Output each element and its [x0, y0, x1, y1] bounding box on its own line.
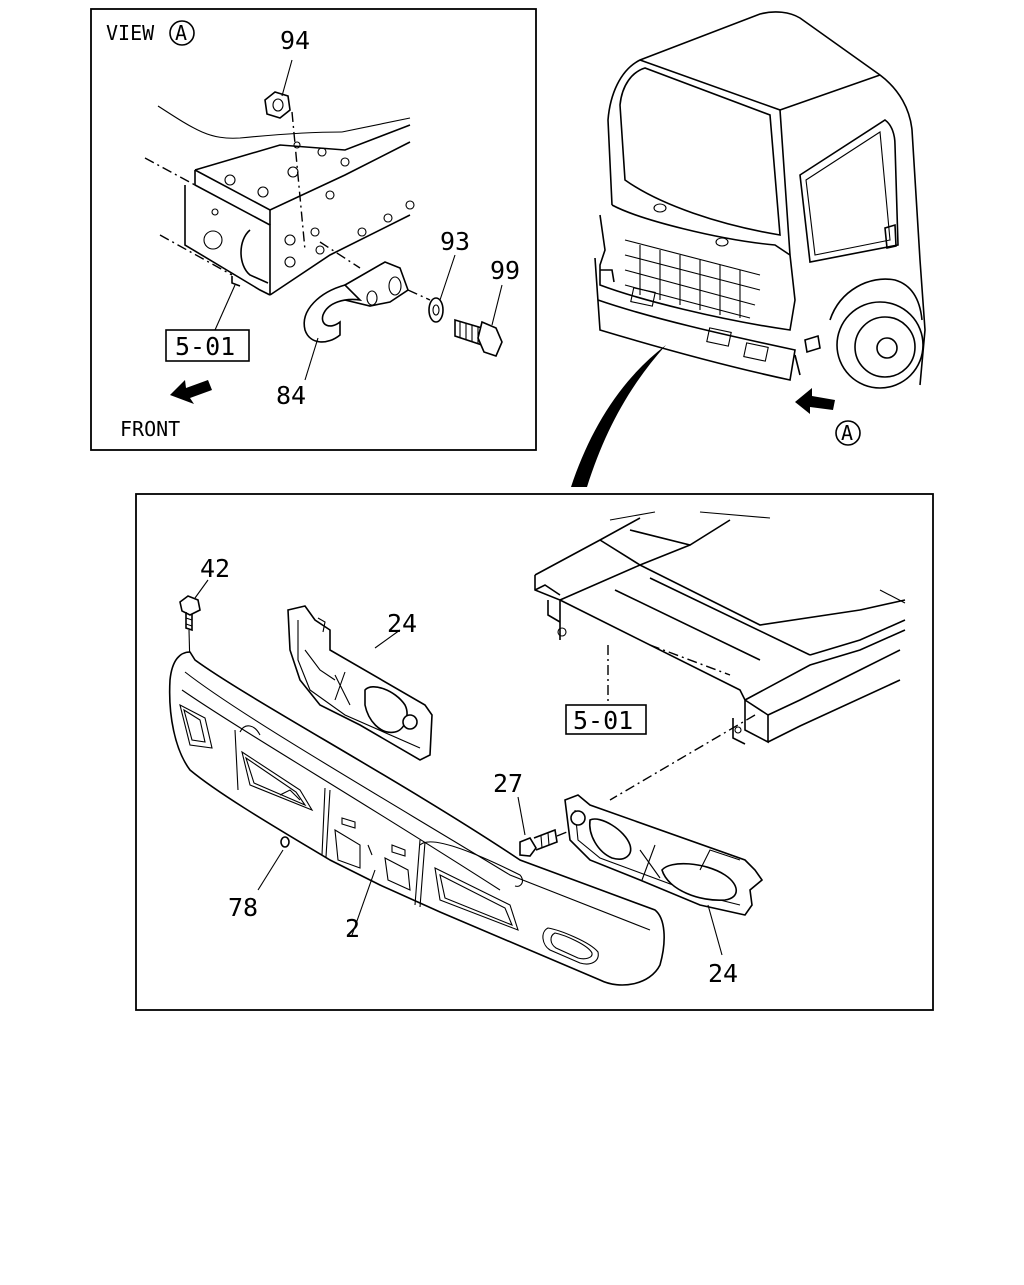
- bolt-27[interactable]: 27: [493, 769, 573, 857]
- callout-42: 42: [200, 554, 230, 583]
- ref-box-label: 5-01: [175, 332, 235, 361]
- view-title-letter: A: [175, 21, 187, 45]
- callout-94: 94: [280, 26, 310, 55]
- front-label: FRONT: [120, 417, 180, 441]
- callout-99: 99: [490, 256, 520, 285]
- ref-box-main-label: 5-01: [573, 706, 633, 735]
- callout-78: 78: [228, 893, 258, 922]
- callout-2: 2: [345, 914, 360, 943]
- link-sweep-arrow: [571, 345, 666, 487]
- view-title-circle: [169, 20, 195, 46]
- bumper-2[interactable]: 2: [168, 651, 665, 986]
- view-title: VIEW: [106, 21, 155, 45]
- truck-overview: A: [571, 11, 926, 487]
- front-arrow-icon: [170, 380, 212, 404]
- bumper-panel: 5-01 42 24: [135, 493, 934, 1011]
- callout-93: 93: [440, 227, 470, 256]
- nut-94[interactable]: 94: [264, 26, 361, 269]
- callout-84: 84: [276, 381, 306, 410]
- bolt-99[interactable]: 99: [454, 256, 520, 357]
- ref-box-5-01-view[interactable]: 5-01: [165, 284, 250, 362]
- frame-rail: [144, 105, 415, 296]
- bracket-24-left[interactable]: 24: [287, 605, 433, 761]
- view-a-marker: A: [841, 421, 853, 445]
- ref-box-5-01-main[interactable]: 5-01: [565, 704, 647, 735]
- tow-hook-84[interactable]: 84: [276, 261, 431, 410]
- callout-27: 27: [493, 769, 523, 798]
- view-a-arrow-icon: [795, 388, 835, 414]
- callout-24-left: 24: [387, 609, 417, 638]
- chassis-frame-end: [534, 511, 906, 801]
- bracket-24-right[interactable]: 24: [564, 794, 764, 988]
- view-a-panel: VIEW A: [90, 8, 537, 451]
- view-a-marker-circle: [835, 420, 861, 446]
- washer-93[interactable]: 93: [428, 227, 470, 323]
- clip-78[interactable]: 78: [228, 836, 290, 922]
- callout-24-right: 24: [708, 959, 738, 988]
